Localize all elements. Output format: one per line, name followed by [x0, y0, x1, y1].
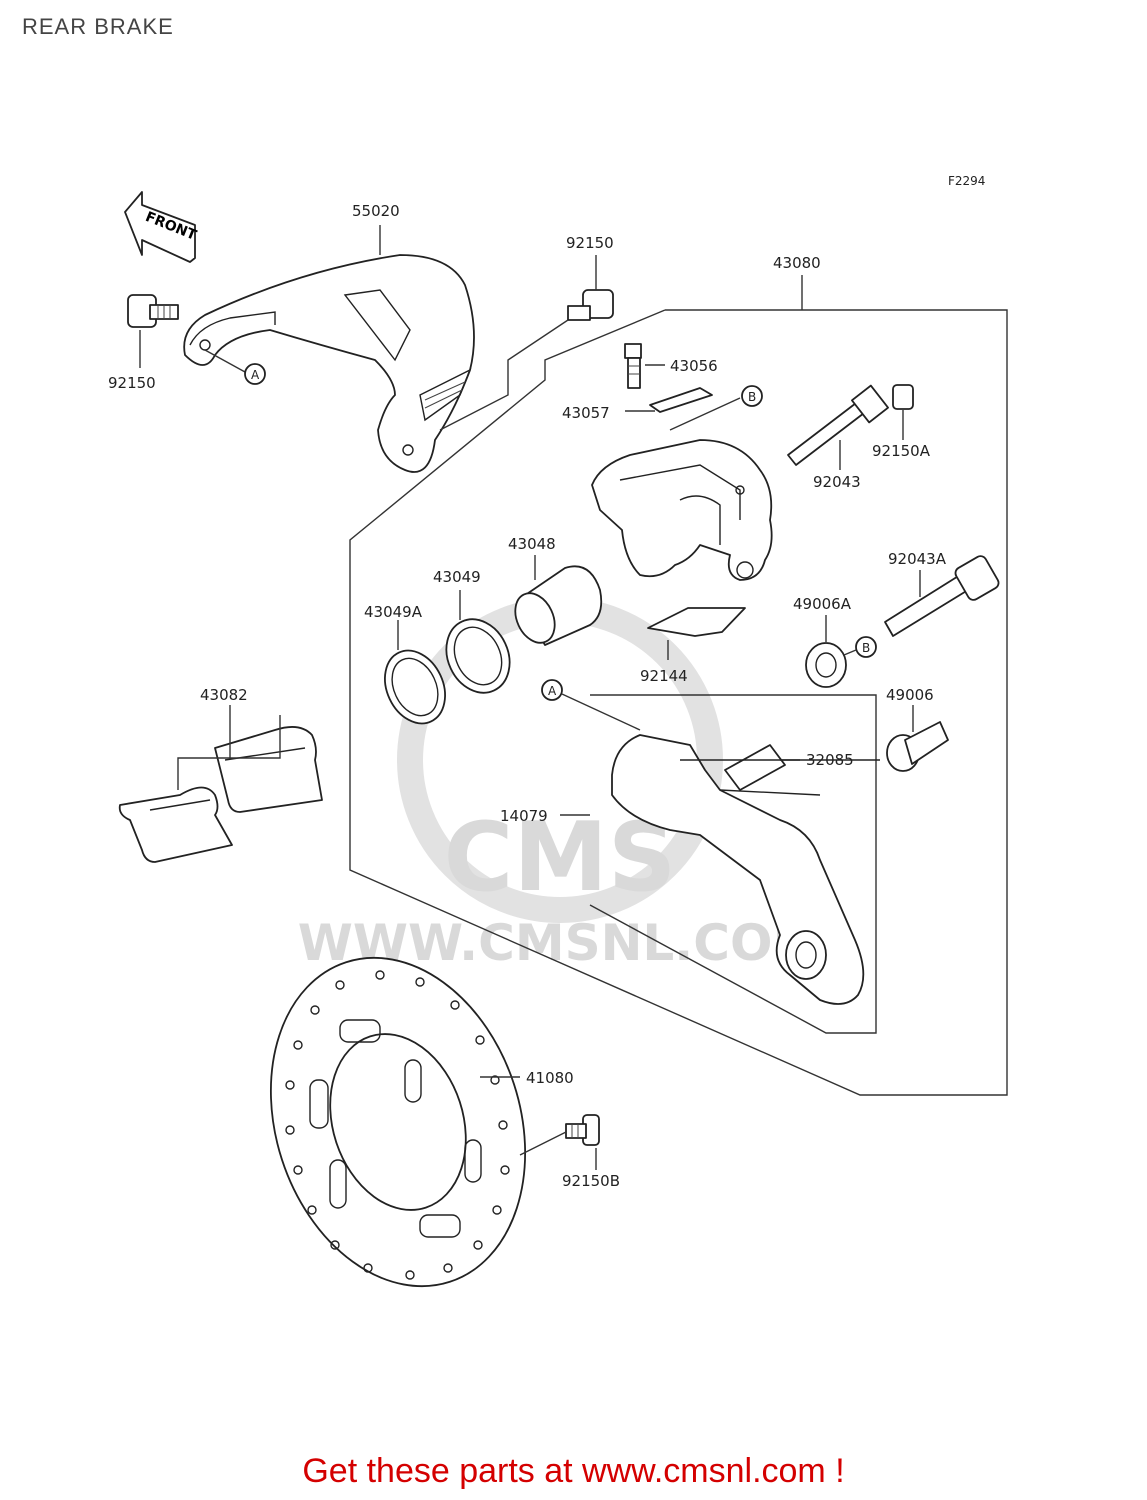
svg-text:B: B [748, 390, 756, 404]
caliper-bracket [611, 734, 880, 1005]
callout-b-right [855, 636, 877, 658]
svg-text:B: B [862, 641, 870, 655]
bolt-right [567, 289, 614, 321]
pin-bolt [884, 555, 1000, 637]
piston [514, 565, 603, 646]
page-title: REAR BRAKE [22, 14, 174, 39]
brake-pads [118, 726, 323, 863]
brake-guard [183, 254, 475, 473]
label-92150-left: 92150 [108, 374, 156, 392]
label-43057: 43057 [562, 404, 610, 422]
label-41080: 41080 [526, 1069, 574, 1087]
figure-code: F2294 [948, 174, 985, 188]
boot [886, 721, 949, 772]
label-92150-right: 92150 [566, 234, 614, 252]
bushing [805, 642, 847, 688]
label-14079: 14079 [500, 807, 548, 825]
label-49006: 49006 [886, 686, 934, 704]
brake-disc [269, 956, 527, 1288]
watermark: CMS WWW.CMSNL.COM [298, 597, 822, 972]
label-92150b: 92150B [562, 1172, 620, 1190]
caliper-body [591, 439, 773, 581]
svg-text:A: A [251, 368, 260, 382]
pad-spring [724, 744, 786, 791]
bolt-left [127, 294, 179, 328]
disc-bolt [565, 1114, 600, 1146]
label-43048: 43048 [508, 535, 556, 553]
assembly-outline [349, 309, 1008, 1096]
footer-link[interactable]: Get these parts at www.cmsnl.com ! [302, 1452, 845, 1490]
bracket-outline [589, 694, 877, 1034]
label-43056: 43056 [670, 357, 718, 375]
label-92144: 92144 [640, 667, 688, 685]
label-92043a: 92043A [888, 550, 947, 568]
watermark-logo-text: CMS [444, 803, 677, 913]
label-49006a: 49006A [793, 595, 852, 613]
label-92043: 92043 [813, 473, 861, 491]
label-43080: 43080 [773, 254, 821, 272]
svg-text:A: A [548, 684, 557, 698]
front-arrow-icon: FRONT [124, 191, 199, 263]
cap [649, 387, 713, 413]
label-55020: 55020 [352, 202, 400, 220]
label-43049: 43049 [433, 568, 481, 586]
pin-cap [892, 384, 914, 410]
callout-a-bracket [541, 679, 563, 701]
piston-seal [445, 618, 511, 694]
dust-seal [384, 649, 446, 725]
anti-rattle-spring [647, 607, 746, 637]
label-92150a: 92150A [872, 442, 931, 460]
callout-a-guard [244, 363, 266, 385]
label-43049a: 43049A [364, 603, 423, 621]
label-43082: 43082 [200, 686, 248, 704]
bleed-valve [624, 343, 642, 389]
slide-pin [787, 384, 889, 466]
callout-b-top [741, 385, 763, 407]
